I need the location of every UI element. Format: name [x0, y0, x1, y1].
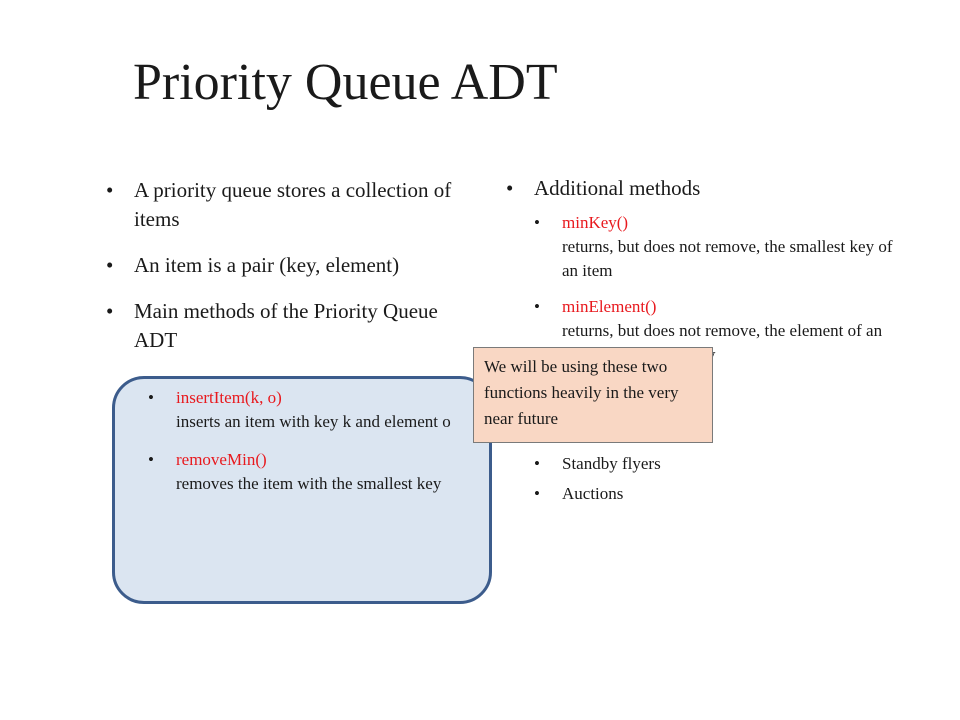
slide-title: Priority Queue ADT — [133, 54, 558, 111]
left-bullet-list: A priority queue stores a collection of … — [106, 176, 476, 372]
method-description: inserts an item with key k and element o — [176, 412, 451, 431]
main-methods-list: insertItem(k, o) inserts an item with ke… — [148, 386, 478, 510]
method-description: removes the item with the smallest key — [176, 474, 442, 493]
method-item-minkey: minKey() returns, but does not remove, t… — [534, 211, 906, 283]
method-name: removeMin() — [176, 450, 267, 469]
method-description: returns, but does not remove, the smalle… — [562, 237, 893, 280]
section-heading: Additional methods — [534, 176, 701, 200]
applications-list: Standby flyers Auctions — [534, 452, 906, 506]
method-name: minKey() — [562, 213, 629, 232]
method-item-removemin: removeMin() removes the item with the sm… — [148, 448, 478, 496]
method-item-insertitem: insertItem(k, o) inserts an item with ke… — [148, 386, 478, 434]
application-item: Auctions — [534, 482, 906, 506]
method-name: insertItem(k, o) — [176, 388, 282, 407]
bullet-item: Main methods of the Priority Queue ADT — [106, 297, 476, 355]
right-bullet-list: Additional methods minKey() returns, but… — [506, 174, 906, 512]
bullet-item: An item is a pair (key, element) — [106, 251, 476, 280]
callout-note: We will be using these two functions hea… — [473, 347, 713, 443]
method-name: minElement() — [562, 297, 657, 316]
application-item: Standby flyers — [534, 452, 906, 476]
bullet-item: A priority queue stores a collection of … — [106, 176, 476, 234]
